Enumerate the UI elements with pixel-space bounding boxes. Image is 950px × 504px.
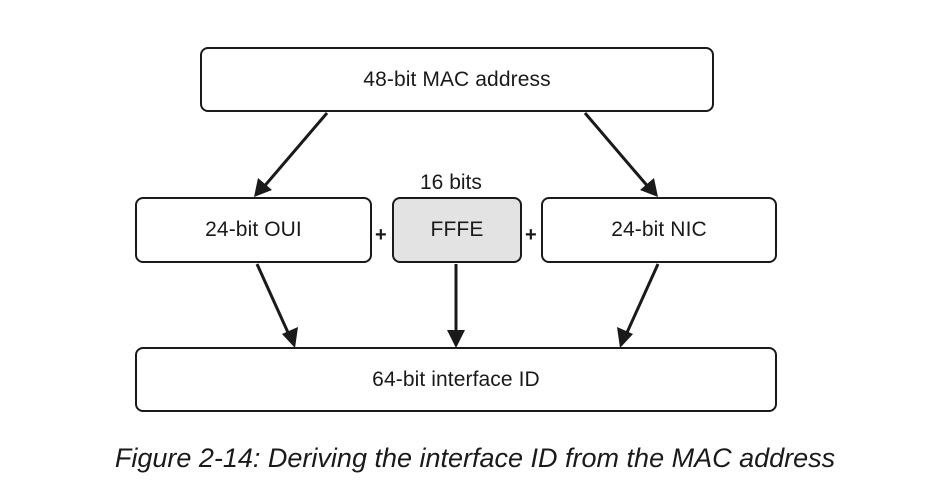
plus-sign-right: + — [525, 224, 537, 246]
oui-label: 24-bit OUI — [205, 218, 302, 241]
mac-address-label: 48-bit MAC address — [363, 67, 551, 91]
arrow-nic-to-interface — [617, 263, 660, 348]
fffe-size-label: 16 bits — [420, 171, 482, 194]
figure-caption: Figure 2-14: Deriving the interface ID f… — [114, 443, 836, 473]
arrow-mac-to-nic — [583, 112, 658, 197]
arrow-oui-to-interface — [255, 263, 298, 348]
interface-id-box: 64-bit interface ID — [135, 347, 777, 412]
nic-box: 24-bit NIC — [541, 197, 777, 263]
interface-id-label: 64-bit interface ID — [372, 367, 540, 391]
fffe-label: FFFE — [430, 218, 484, 241]
arrow-fffe-to-interface — [447, 264, 465, 348]
fffe-box: FFFE — [392, 197, 522, 263]
mac-address-box: 48-bit MAC address — [200, 47, 714, 112]
arrow-mac-to-oui — [254, 112, 329, 197]
nic-label: 24-bit NIC — [611, 218, 707, 241]
plus-sign-left: + — [375, 224, 387, 246]
oui-box: 24-bit OUI — [135, 197, 372, 263]
